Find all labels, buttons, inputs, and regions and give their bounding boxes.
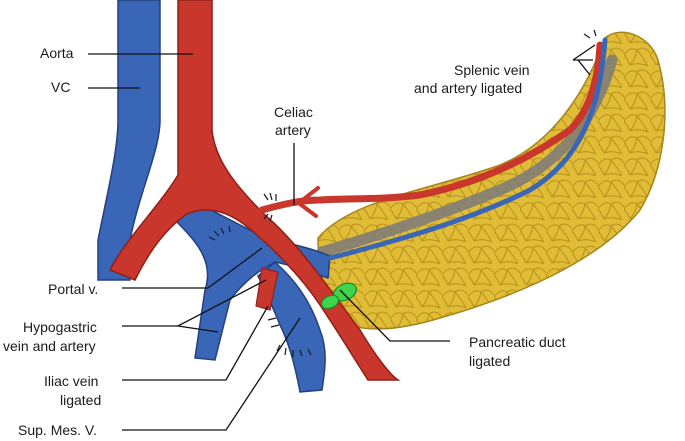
duct-ligature-clip xyxy=(320,282,357,310)
label-iliac-line1: Iliac vein xyxy=(44,373,99,389)
ligature-sutures xyxy=(208,29,597,357)
label-pancreatic-line2: ligated xyxy=(469,353,511,369)
label-hypogastric-line1: Hypogastric xyxy=(23,319,97,335)
hypogastric-artery xyxy=(255,267,279,311)
label-iliac-line2: ligated xyxy=(60,392,102,408)
vena-cava xyxy=(97,0,161,281)
label-sup-mes-vein: Sup. Mes. V. xyxy=(18,422,97,438)
label-vc: VC xyxy=(51,79,71,95)
label-splenic-line2: and artery ligated xyxy=(414,80,523,96)
label-celiac-line2: artery xyxy=(275,122,311,138)
label-pancreatic-line1: Pancreatic duct xyxy=(469,334,566,350)
label-hypogastric-line2: vein and artery xyxy=(3,338,96,354)
celiac-artery xyxy=(258,41,604,214)
label-portal-vein: Portal v. xyxy=(48,281,99,297)
label-celiac-line1: Celiac xyxy=(274,104,313,120)
aorta xyxy=(108,0,401,381)
leader-lines xyxy=(88,44,596,431)
pancreas xyxy=(317,31,666,330)
sup-mes-vein xyxy=(257,261,326,393)
label-aorta: Aorta xyxy=(40,45,74,61)
splenic-vein xyxy=(327,37,608,261)
label-splenic-line1: Splenic vein xyxy=(454,62,530,78)
